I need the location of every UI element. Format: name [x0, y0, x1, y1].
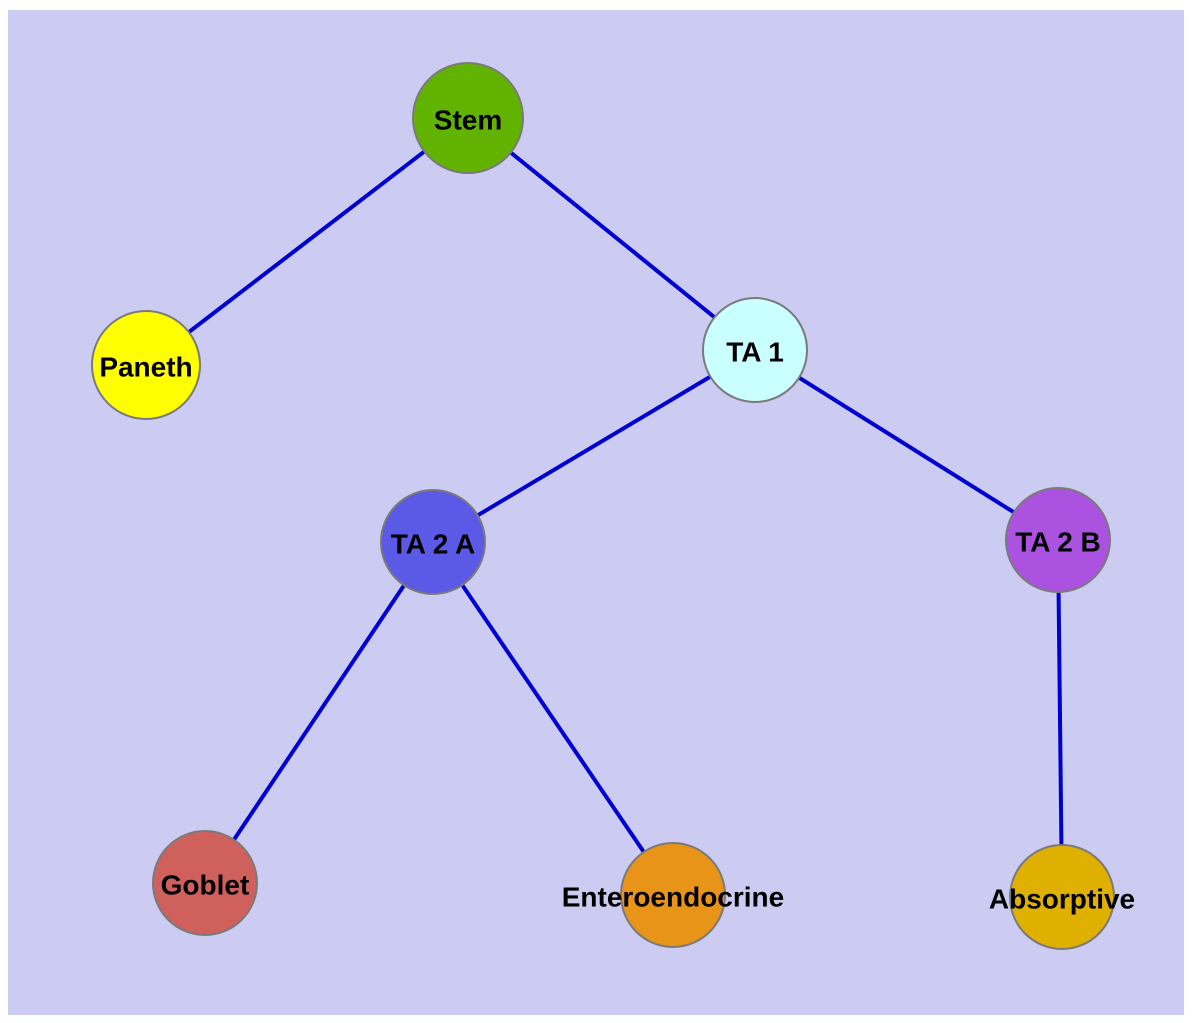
edge-stem-ta1 — [466, 116, 757, 352]
node-goblet[interactable]: Goblet — [152, 830, 258, 936]
node-stem[interactable]: Stem — [412, 62, 524, 174]
edge-stem-paneth — [144, 116, 470, 367]
node-paneth[interactable]: Paneth — [91, 310, 201, 420]
node-circle-ta1[interactable] — [702, 297, 808, 403]
node-circle-goblet[interactable] — [152, 830, 258, 936]
node-ta1[interactable]: TA 1 — [702, 297, 808, 403]
node-ta2a[interactable]: TA 2 A — [380, 489, 486, 595]
edge-ta1-ta2b — [753, 348, 1060, 542]
edge-ta1-ta2a — [431, 348, 757, 544]
node-circle-enteroendocrine[interactable] — [620, 842, 726, 948]
edge-ta2a-enteroendocrine — [431, 540, 675, 897]
node-ta2b[interactable]: TA 2 B — [1005, 487, 1111, 593]
node-circle-stem[interactable] — [412, 62, 524, 174]
edge-ta2a-goblet — [203, 540, 435, 885]
node-circle-absorptive[interactable] — [1009, 844, 1115, 950]
edge-ta2b-absorptive — [1056, 539, 1064, 898]
node-circle-ta2a[interactable] — [380, 489, 486, 595]
node-circle-ta2b[interactable] — [1005, 487, 1111, 593]
node-circle-paneth[interactable] — [91, 310, 201, 420]
